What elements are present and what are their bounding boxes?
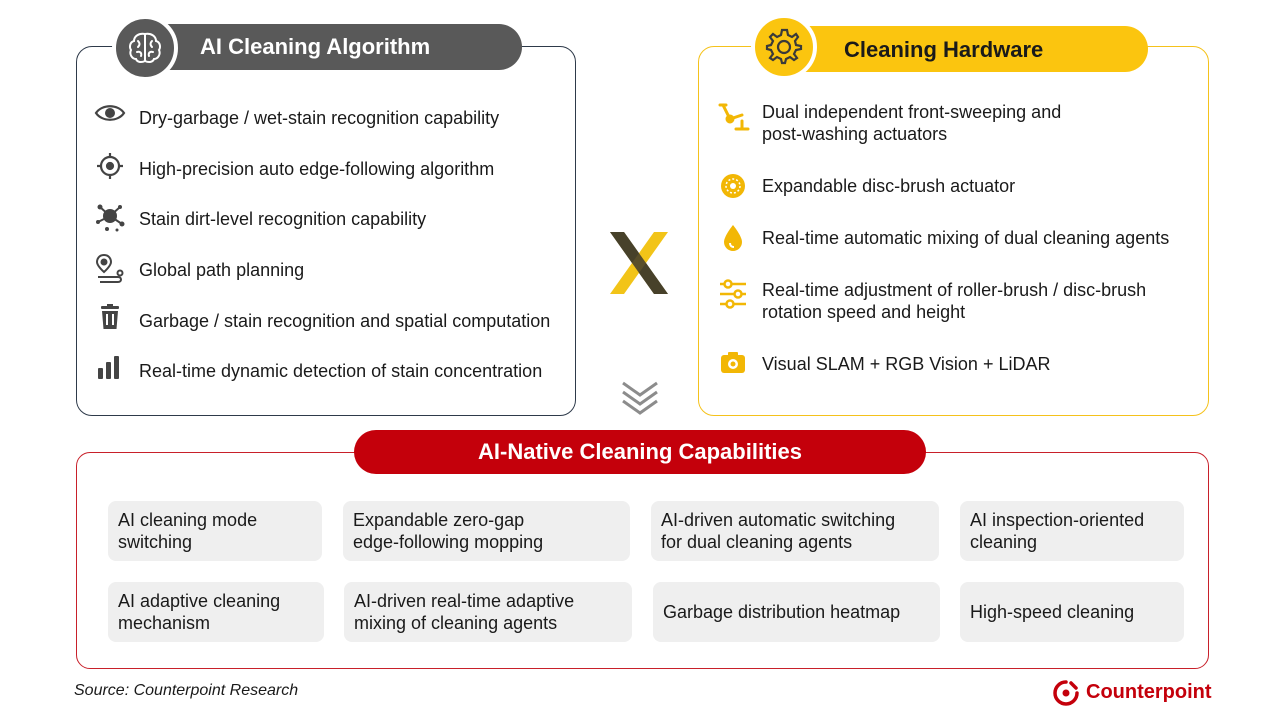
algorithm-item: Global path planning — [94, 253, 574, 287]
capability-card: AI inspection-oriented cleaning — [960, 501, 1184, 561]
algorithm-item-label: Global path planning — [139, 260, 305, 280]
hardware-item: Visual SLAM + RGB Vision + LiDAR — [716, 350, 1206, 384]
hardware-item: Dual independent front-sweeping and post… — [716, 101, 1206, 145]
capability-card: AI adaptive cleaning mechanism — [108, 582, 324, 642]
source-note: Source: Counterpoint Research — [74, 682, 299, 699]
hardware-header: Cleaning Hardware — [760, 26, 1148, 72]
disc-brush-icon — [716, 174, 750, 208]
hardware-item-label: Real-time automatic mixing of dual clean… — [762, 228, 1170, 248]
route-pin-icon — [94, 253, 126, 285]
algorithm-item-label: High-precision auto edge-following algor… — [139, 159, 495, 179]
capability-card: AI-driven real-time adaptive mixing of c… — [344, 582, 632, 642]
capabilities-title: AI-Native Cleaning Capabilities — [478, 439, 802, 464]
bar-chart-icon — [94, 354, 126, 386]
splat-icon — [94, 202, 126, 234]
algorithm-title: AI Cleaning Algorithm — [200, 34, 431, 59]
droplet-icon — [716, 224, 750, 258]
gear-icon — [751, 14, 817, 80]
hardware-item-label: Real-time adjustment of roller-brush / d… — [762, 280, 1147, 322]
hardware-title: Cleaning Hardware — [844, 37, 1044, 62]
capability-card: Expandable zero-gap edge-following moppi… — [343, 501, 630, 561]
eye-icon — [94, 101, 126, 133]
capability-card: AI cleaning mode switching — [108, 501, 322, 561]
camera-icon — [716, 350, 750, 384]
capabilities-header: AI-Native Cleaning Capabilities — [354, 430, 926, 474]
algorithm-item: High-precision auto edge-following algor… — [94, 152, 574, 186]
algorithm-item-label: Dry-garbage / wet-stain recognition capa… — [139, 108, 500, 128]
capability-card: High-speed cleaning — [960, 582, 1184, 642]
brand-logo: Counterpoint — [1052, 677, 1217, 709]
sliders-icon — [716, 278, 750, 312]
capability-card: AI-driven automatic switching for dual c… — [651, 501, 939, 561]
algorithm-item: Dry-garbage / wet-stain recognition capa… — [94, 101, 574, 135]
hardware-item: Real-time automatic mixing of dual clean… — [716, 224, 1206, 258]
hardware-item-label: Dual independent front-sweeping and post… — [762, 102, 1062, 144]
capability-card: Garbage distribution heatmap — [653, 582, 940, 642]
algorithm-item-label: Real-time dynamic detection of stain con… — [139, 361, 543, 381]
brain-icon — [112, 15, 178, 81]
algorithm-item: Stain dirt-level recognition capability — [94, 202, 574, 236]
counterpoint-logo-icon — [1053, 680, 1079, 706]
hardware-item: Real-time adjustment of roller-brush / d… — [716, 278, 1206, 322]
hardware-item: Expandable disc-brush actuator — [716, 174, 1206, 208]
algorithm-item-label: Stain dirt-level recognition capability — [139, 209, 427, 229]
brand-name: Counterpoint — [1086, 681, 1212, 703]
algorithm-item-label: Garbage / stain recognition and spatial … — [139, 311, 551, 331]
algorithm-header: AI Cleaning Algorithm — [118, 24, 522, 70]
robot-arm-icon — [716, 101, 750, 135]
x-multiply-icon — [610, 232, 668, 294]
hardware-item-label: Visual SLAM + RGB Vision + LiDAR — [762, 354, 1051, 374]
crosshair-icon — [94, 152, 126, 184]
trash-icon — [94, 304, 126, 336]
chevron-down-icon — [622, 381, 658, 415]
hardware-item-label: Expandable disc-brush actuator — [762, 176, 1016, 196]
algorithm-item: Real-time dynamic detection of stain con… — [94, 354, 574, 388]
algorithm-item: Garbage / stain recognition and spatial … — [94, 304, 574, 338]
